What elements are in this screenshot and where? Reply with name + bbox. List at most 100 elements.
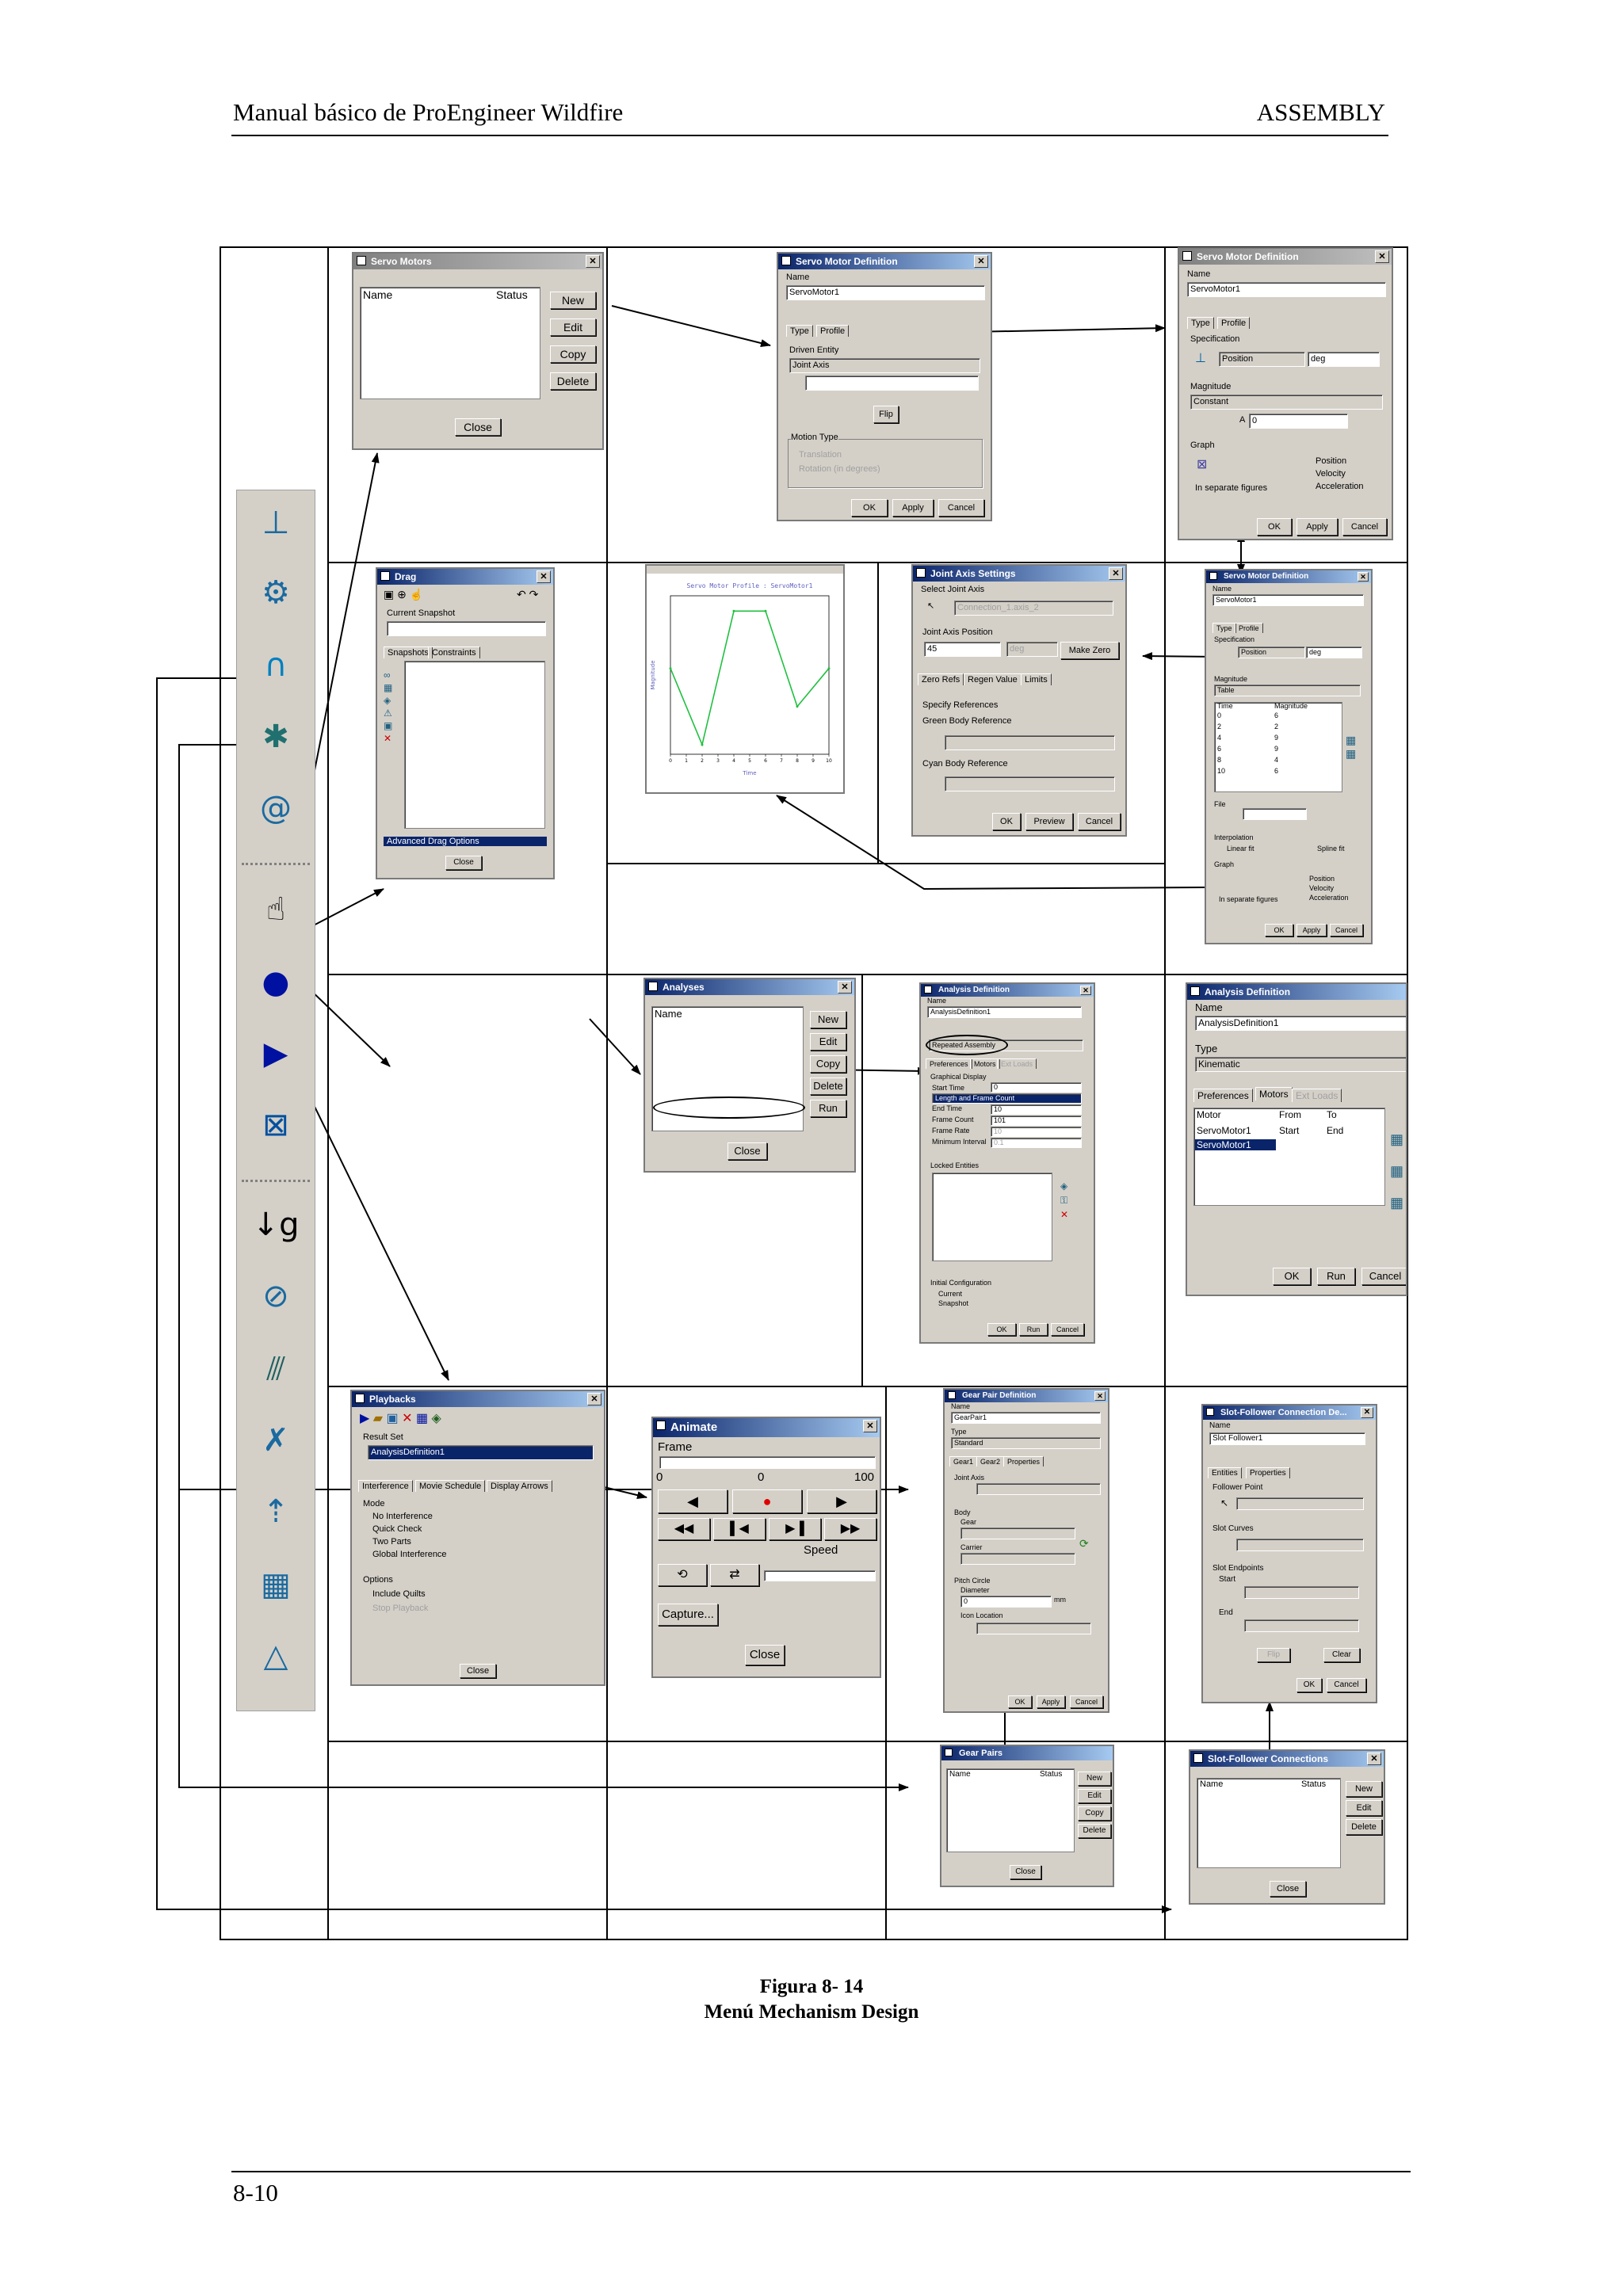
motor-tools-icon[interactable]: ▦▦▦ xyxy=(1390,1131,1404,1211)
damper-icon[interactable]: ⫻ xyxy=(266,1351,285,1387)
advanced-drag-options[interactable]: Advanced Drag Options xyxy=(384,837,547,846)
from-cell[interactable]: Start xyxy=(1279,1125,1300,1136)
translation-radio[interactable]: Translation xyxy=(799,450,842,460)
name-field[interactable]: GearPair1 xyxy=(951,1412,1101,1424)
spring-icon[interactable]: @ xyxy=(260,790,292,826)
entity-field[interactable] xyxy=(805,376,979,391)
name-field[interactable]: Slot Follower1 xyxy=(1209,1432,1365,1445)
tab-type[interactable]: Type xyxy=(1187,317,1214,329)
time-cell[interactable]: 6 xyxy=(1217,745,1222,753)
slot-follower-icon[interactable]: ✗ xyxy=(262,1422,289,1459)
close-icon[interactable]: ✕ xyxy=(1361,1407,1373,1418)
close-icon[interactable]: ✕ xyxy=(863,1420,877,1432)
loop-button[interactable]: ⟲ xyxy=(658,1564,707,1586)
delete-button[interactable]: Delete xyxy=(1078,1824,1111,1838)
apply-button[interactable]: Apply xyxy=(892,499,934,517)
tab-type[interactable]: Type xyxy=(786,325,813,337)
tab-preferences[interactable]: Preferences xyxy=(926,1058,972,1069)
stop-playback-checkbox[interactable]: Stop Playback xyxy=(372,1604,429,1613)
acceleration-checkbox[interactable]: Acceleration xyxy=(1309,894,1349,902)
separate-checkbox[interactable]: In separate figures xyxy=(1195,483,1268,493)
flip-button[interactable]: Flip xyxy=(1257,1648,1290,1662)
flip-button[interactable]: Flip xyxy=(873,406,899,423)
start-time-field[interactable]: 0 xyxy=(991,1082,1082,1093)
close-button[interactable]: Close xyxy=(1010,1865,1041,1879)
tab-ext-loads[interactable]: Ext Loads xyxy=(997,1058,1037,1069)
time-cell[interactable]: 4 xyxy=(1217,734,1222,742)
frame-slider[interactable] xyxy=(659,1456,876,1469)
time-cell[interactable]: 10 xyxy=(1217,767,1226,775)
joint-connection-icon[interactable]: ⚙ xyxy=(262,574,290,611)
name-field[interactable]: AnalysisDefinition1 xyxy=(1195,1016,1406,1031)
tab-properties[interactable]: Properties xyxy=(1003,1456,1044,1466)
run-button[interactable]: Run xyxy=(810,1100,846,1117)
step-back-button[interactable]: ◀ xyxy=(658,1489,727,1513)
new-button[interactable]: New xyxy=(810,1011,846,1028)
close-button[interactable]: Close xyxy=(460,1664,496,1678)
close-icon[interactable]: ✕ xyxy=(1358,572,1369,582)
reverse-button[interactable]: ⇄ xyxy=(710,1564,759,1586)
playback-icon[interactable]: ▶ xyxy=(263,1035,288,1072)
close-icon[interactable]: ✕ xyxy=(1367,1753,1381,1765)
snapshot-radio[interactable]: Snapshot xyxy=(938,1299,969,1307)
curves-field[interactable] xyxy=(1236,1539,1364,1551)
ok-button[interactable]: OK xyxy=(1257,518,1292,536)
frame-rate-field[interactable]: 10 xyxy=(991,1127,1082,1137)
tab-regen-value[interactable]: Regen Value xyxy=(964,673,1022,685)
lock-tools-icon[interactable]: ◈⚿✕ xyxy=(1060,1180,1069,1220)
linear-fit-radio[interactable]: Linear fit xyxy=(1227,845,1254,852)
coordinate-system-icon[interactable]: ⊥ xyxy=(262,505,290,541)
specify-references-checkbox[interactable]: Specify References xyxy=(922,700,999,710)
apply-button[interactable]: Apply xyxy=(1037,1695,1065,1708)
swap-icon[interactable]: ⟳ xyxy=(1079,1537,1089,1550)
tab-entities[interactable]: Entities xyxy=(1208,1467,1242,1478)
snapshot-list[interactable] xyxy=(404,661,545,829)
capture-button[interactable]: Capture... xyxy=(658,1604,718,1626)
step-forward-button[interactable]: ▶ xyxy=(807,1489,876,1513)
type-select[interactable]: Kinematic xyxy=(1195,1057,1406,1072)
acceleration-checkbox[interactable]: Acceleration xyxy=(1316,482,1364,491)
magnitude-cell[interactable]: 4 xyxy=(1274,756,1279,764)
global-interference-radio[interactable]: Global Interference xyxy=(372,1550,447,1559)
close-icon[interactable]: ✕ xyxy=(838,981,852,994)
edit-button[interactable]: Edit xyxy=(1078,1789,1111,1803)
ok-button[interactable]: OK xyxy=(1273,1268,1311,1285)
playback-tools-icon[interactable]: ▶ ▰ ▣ ✕ ▦ ◈ xyxy=(360,1412,441,1425)
edit-button[interactable]: Edit xyxy=(810,1033,846,1051)
fast-forward-button[interactable]: ▶▶ xyxy=(824,1518,876,1540)
cam-icon[interactable]: ⇡ xyxy=(262,1493,289,1530)
rotation-radio[interactable]: Rotation (in degrees) xyxy=(799,464,880,474)
tab-gear1[interactable]: Gear1 xyxy=(949,1456,978,1466)
magnitude-select[interactable]: Table xyxy=(1214,685,1361,696)
cancel-button[interactable]: Cancel xyxy=(1078,813,1121,830)
slot-follower-list[interactable] xyxy=(1197,1778,1341,1868)
copy-button[interactable]: Copy xyxy=(550,345,596,363)
bearing-icon[interactable]: △ xyxy=(263,1638,288,1674)
spline-fit-radio[interactable]: Spline fit xyxy=(1317,845,1345,852)
magnitude-cell[interactable]: 2 xyxy=(1274,723,1279,730)
drag-hand-icon[interactable]: ☝ xyxy=(265,891,286,928)
cyan-body-field[interactable] xyxy=(945,776,1115,791)
magnitude-cell[interactable]: 6 xyxy=(1274,711,1279,719)
cancel-button[interactable]: Cancel xyxy=(938,499,984,517)
tab-motors[interactable]: Motors xyxy=(970,1058,1000,1069)
make-zero-button[interactable]: Make Zero xyxy=(1060,642,1119,659)
close-icon[interactable]: ✕ xyxy=(974,255,988,268)
cancel-button[interactable]: Cancel xyxy=(1070,1695,1103,1708)
ok-button[interactable]: OK xyxy=(1008,1695,1032,1708)
servo-motor-icon[interactable]: ∩ xyxy=(264,647,288,684)
apply-button[interactable]: Apply xyxy=(1296,924,1327,936)
frame-count-field[interactable]: 101 xyxy=(991,1116,1082,1126)
magnitude-select[interactable]: Constant xyxy=(1190,395,1383,410)
delete-button[interactable]: Delete xyxy=(1346,1819,1382,1835)
close-button[interactable]: Close xyxy=(1270,1881,1306,1897)
time-cell[interactable]: 2 xyxy=(1217,723,1222,730)
run-button[interactable]: Run xyxy=(1019,1323,1048,1336)
name-field[interactable]: ServoMotor1 xyxy=(1212,594,1364,606)
snapshot-tools-icon[interactable]: ∞▦◈⚠▣✕ xyxy=(384,669,393,744)
gravity-icon[interactable]: ↓g xyxy=(252,1207,300,1243)
close-button[interactable]: Close xyxy=(445,856,482,870)
cancel-button[interactable]: Cancel xyxy=(1342,518,1387,536)
time-cell[interactable]: 8 xyxy=(1217,756,1222,764)
name-field[interactable]: ServoMotor1 xyxy=(786,285,985,300)
